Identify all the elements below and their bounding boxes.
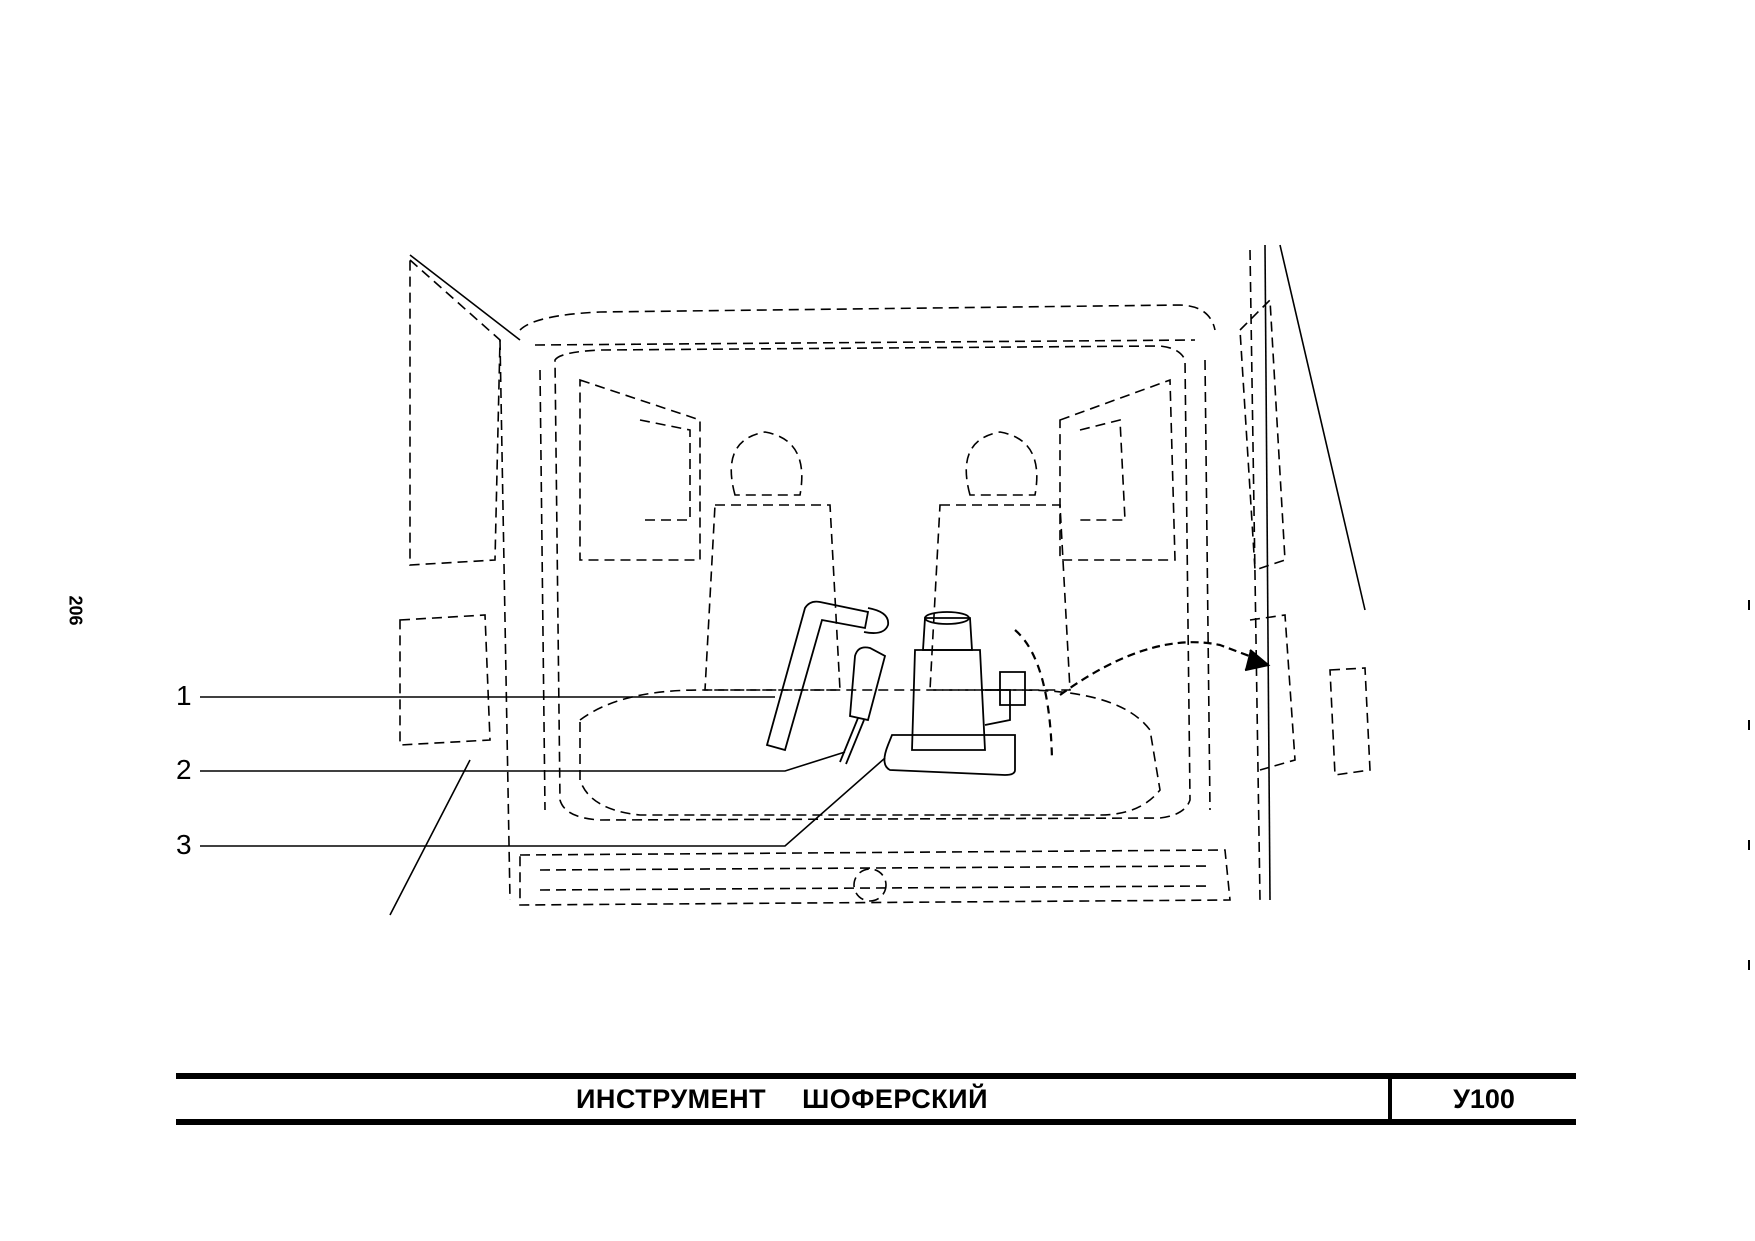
van-body-outline xyxy=(399,249,1371,906)
edge-mark xyxy=(1748,840,1750,850)
document-title: ИНСТРУМЕНТ ШОФЕРСКИЙ xyxy=(576,1083,988,1114)
bottle-jack-icon xyxy=(883,611,1026,776)
van-solid-edges xyxy=(389,244,1366,916)
edge-mark xyxy=(1748,600,1750,610)
document-code: У100 xyxy=(1453,1083,1515,1114)
wheel-wrench-icon xyxy=(765,600,890,752)
title-block: ИНСТРУМЕНТ ШОФЕРСКИЙ У100 xyxy=(176,1073,1576,1125)
callout-3-label: 3 xyxy=(176,829,192,860)
callout-leaders xyxy=(200,696,886,847)
edge-mark xyxy=(1748,720,1750,730)
title-divider xyxy=(1388,1079,1392,1119)
stowage-arrow xyxy=(1014,629,1271,761)
callout-1-label: 1 xyxy=(176,680,192,711)
edge-mark xyxy=(1748,960,1750,970)
screwdriver-icon xyxy=(839,646,887,765)
callout-2-label: 2 xyxy=(176,754,192,785)
